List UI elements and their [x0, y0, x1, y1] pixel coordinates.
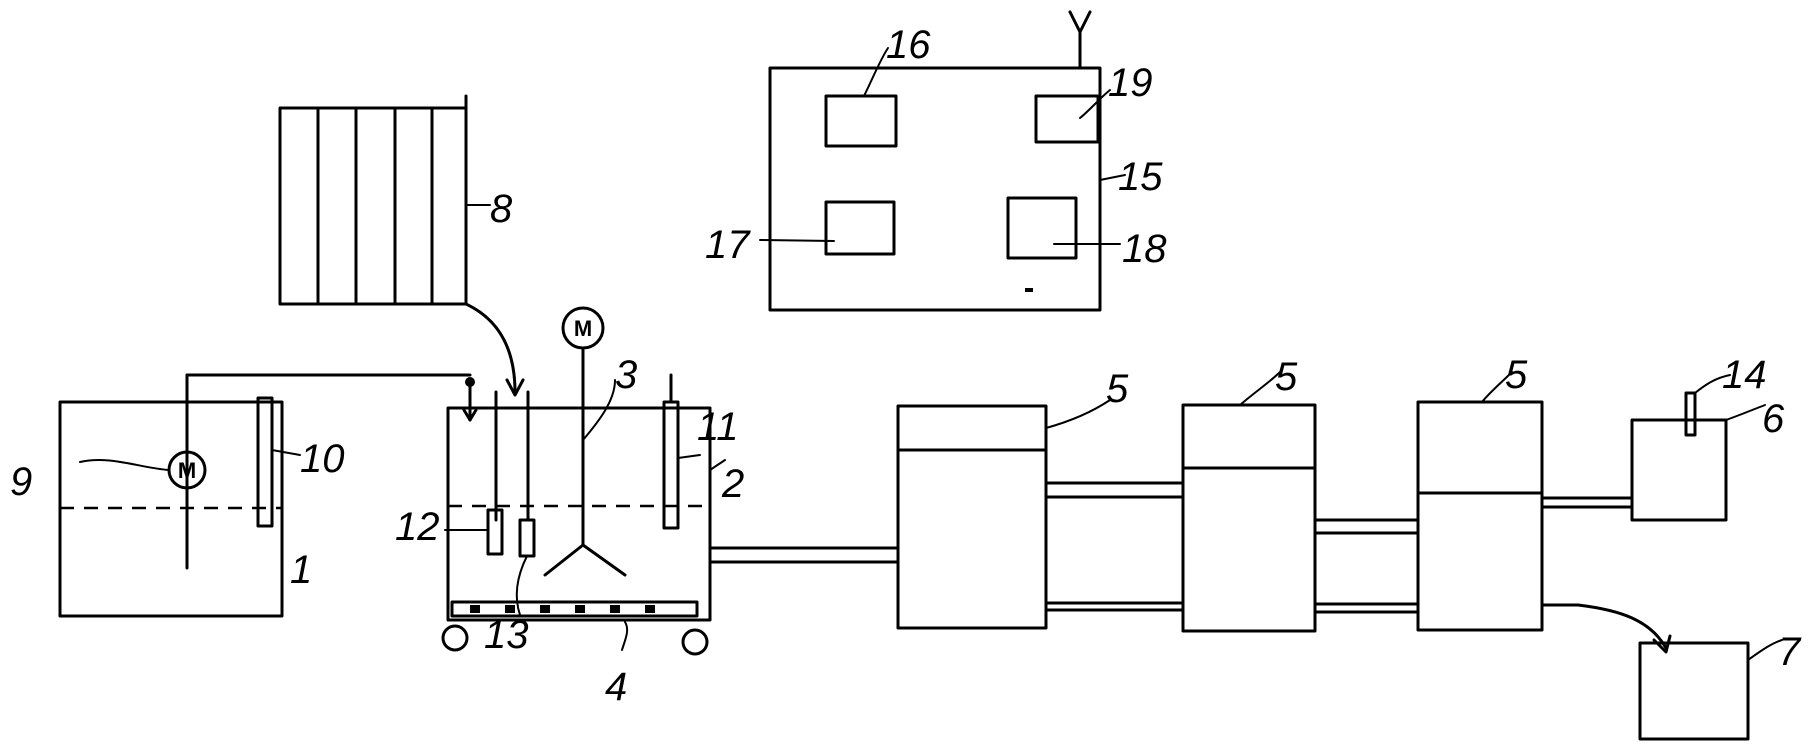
- label-2: 2: [721, 462, 744, 506]
- settling-tank-5a: [896, 399, 1111, 630]
- settling-tank-5b: [1181, 371, 1317, 633]
- heater-4: [441, 600, 709, 656]
- solar-panel-8: [278, 94, 525, 397]
- svg-text:M: M: [178, 458, 196, 483]
- label-7: 7: [1778, 630, 1802, 674]
- label-9: 9: [10, 460, 32, 504]
- motor-9: M: [79, 450, 207, 490]
- label-10: 10: [300, 437, 345, 481]
- label-18: 18: [1122, 227, 1167, 271]
- label-17: 17: [705, 223, 751, 267]
- label-11: 11: [697, 405, 739, 449]
- label-6: 6: [1762, 397, 1785, 441]
- tank-7: [1638, 639, 1783, 741]
- label-16: 16: [886, 23, 931, 67]
- label-13: 13: [484, 613, 529, 657]
- label-5a: 5: [1106, 367, 1129, 411]
- settling-tank-5c: [1416, 371, 1544, 632]
- label-12: 12: [395, 505, 440, 549]
- stirrer-3: M: [543, 306, 627, 577]
- label-8: 8: [490, 187, 513, 231]
- tank-6: [1630, 374, 1766, 522]
- controller-15: [759, 10, 1126, 312]
- label-1: 1: [290, 548, 312, 592]
- label-19: 19: [1108, 61, 1153, 105]
- label-4: 4: [605, 665, 627, 709]
- reactor-tank-2: [444, 373, 726, 622]
- label-5b: 5: [1275, 355, 1298, 399]
- label-3: 3: [615, 353, 637, 397]
- label-5c: 5: [1505, 353, 1528, 397]
- svg-text:M: M: [574, 316, 592, 341]
- tank-1: [58, 373, 478, 618]
- label-15: 15: [1118, 155, 1163, 199]
- label-14: 14: [1722, 353, 1767, 397]
